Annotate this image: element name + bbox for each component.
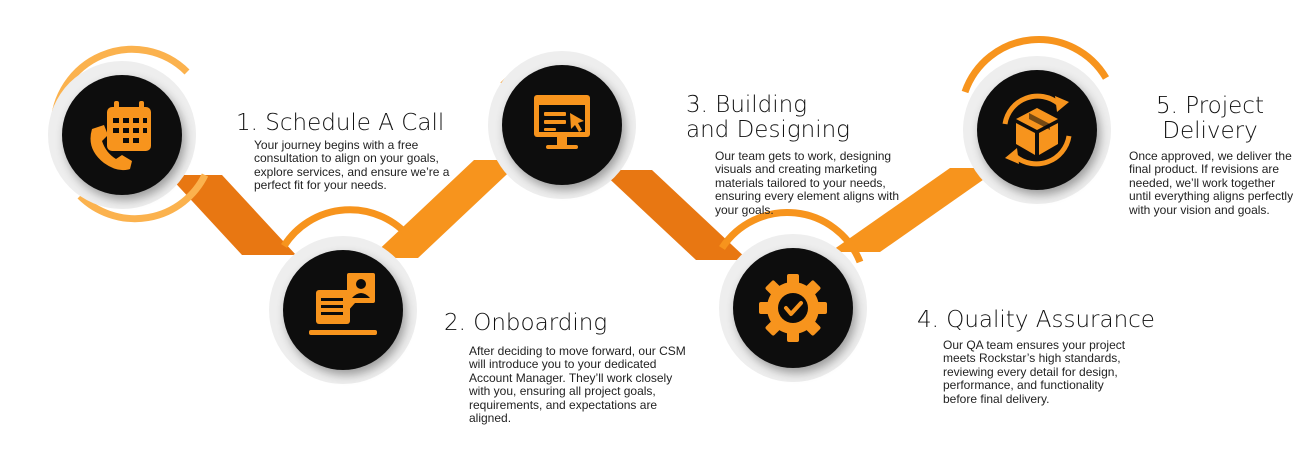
arc-step-4 [719,209,864,264]
step-5-title-line-1: 5. Project [1156,93,1264,119]
step-3-description: Our team gets to work, designing visuals… [715,149,900,217]
arc-step-1b [77,173,209,223]
connector-4-5 [830,168,1000,252]
design-monitor-icon [534,95,590,149]
step-3-node [488,51,636,199]
step-5-description: Once approved, we deliver the final prod… [1129,149,1294,217]
step-2-node [269,236,417,384]
step-4-description: Our QA team ensures your project meets R… [943,338,1126,406]
step-1-description: Your journey begins with a free consulta… [254,138,450,193]
step-2-title: 2. Onboarding [444,310,608,336]
step-2-description: After deciding to move forward, our CSM … [469,344,686,426]
step-5-title-line-2: Delivery [1162,118,1258,144]
step-3-title-line-1: 3. Building [686,92,808,118]
step-3-title-line-2: and Designing [686,117,850,143]
arc-step-2 [281,206,413,248]
step-4-title: 4. Quality Assurance [917,307,1155,333]
calendar-phone-icon [90,101,151,171]
gear-check-icon [759,274,827,342]
step-4-node [719,234,867,382]
step-5-node [963,56,1111,204]
arc-step-5 [961,36,1110,94]
connector-1-2 [168,175,296,255]
step-3-title: 3. Building and Designing [686,93,850,143]
step-1-node [48,61,196,209]
connector-3-4 [600,170,748,260]
package-delivery-icon [1002,93,1072,167]
step-1-title: 1. Schedule A Call [236,110,445,136]
account-manager-icon [309,273,377,335]
step-5-title: 5. Project Delivery [1156,94,1264,144]
